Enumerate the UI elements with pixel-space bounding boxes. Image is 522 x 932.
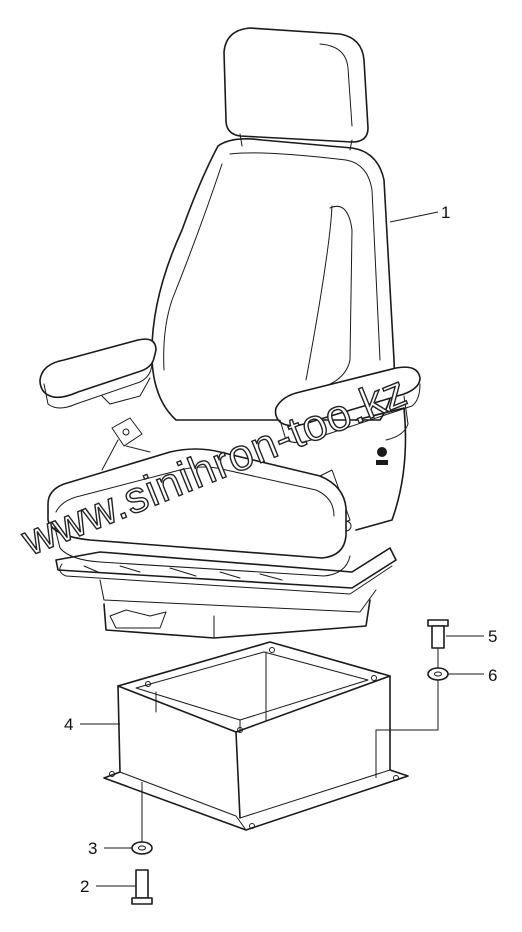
callout-5: 5 bbox=[488, 627, 497, 646]
bolt-bottom bbox=[96, 869, 153, 905]
callout-1: 1 bbox=[441, 203, 450, 222]
callout-3: 3 bbox=[88, 839, 97, 858]
washer-right bbox=[375, 648, 484, 778]
left-armrest bbox=[39, 338, 157, 409]
leader-1 bbox=[389, 211, 439, 223]
callout-2: 2 bbox=[80, 877, 89, 896]
washer-bottom bbox=[104, 782, 153, 855]
suspension-base bbox=[55, 547, 397, 639]
mounting-box bbox=[80, 641, 409, 831]
side-panel bbox=[355, 407, 407, 531]
callout-4: 4 bbox=[64, 715, 73, 734]
callout-6: 6 bbox=[488, 666, 497, 685]
right-armrest bbox=[274, 366, 421, 444]
seat-assembly bbox=[39, 27, 439, 639]
headrest bbox=[223, 27, 369, 151]
seat-belt-left bbox=[101, 417, 151, 471]
seat-cushion bbox=[47, 448, 351, 577]
bolt-right bbox=[427, 619, 484, 649]
backrest bbox=[151, 138, 396, 421]
